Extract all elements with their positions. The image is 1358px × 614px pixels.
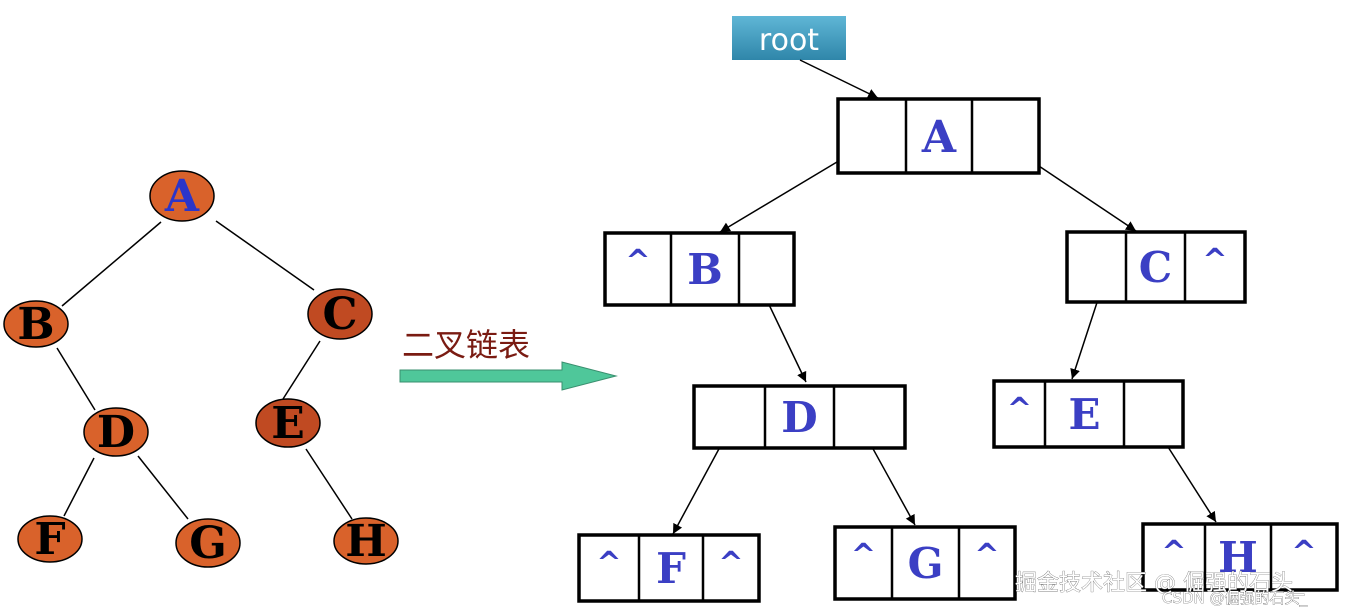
linked-node-box [692, 384, 907, 450]
pointer-arrow-root-a [799, 59, 879, 99]
null-right-pointer: ^ [974, 538, 999, 573]
linked-node-label: F [656, 544, 686, 593]
linked-node-label: B [687, 245, 723, 294]
linked-node-box [1065, 230, 1247, 304]
null-right-pointer: ^ [1291, 535, 1316, 570]
linked-node-label: G [908, 539, 944, 588]
root-pointer: root [732, 16, 846, 60]
null-left-pointer: ^ [1161, 535, 1186, 570]
linked-node-c: C^ [1065, 230, 1247, 304]
tree-node-circle [17, 515, 83, 563]
null-left-pointer: ^ [596, 546, 621, 581]
tree-node-a: A [149, 170, 215, 222]
linked-node-label: C [1139, 243, 1172, 292]
tree-node-f: F [17, 514, 83, 565]
tree-node-e: E [255, 398, 321, 449]
tree-edges [56, 220, 353, 520]
tree-node-d: D [83, 407, 149, 458]
tree-node-c: C [307, 288, 373, 340]
root-box [732, 16, 846, 60]
tree-node-circle [149, 170, 215, 222]
watermark-csdn: CSDN @倔强的石头_ [1162, 589, 1308, 608]
conversion-arrow: 二叉链表 [399, 326, 618, 391]
tree-node-label: E [271, 398, 305, 449]
green-arrow-icon [399, 361, 618, 391]
tree-node-circle [333, 517, 399, 565]
linked-node-d: D [692, 384, 907, 450]
tree-node-h: H [333, 516, 399, 567]
tree-node-label: H [345, 516, 387, 567]
root-label: root [759, 23, 819, 58]
tree-node-circle [83, 407, 149, 457]
tree-edge-d-f [63, 457, 95, 517]
null-right-pointer: ^ [718, 546, 743, 581]
linked-node-box [833, 525, 1017, 601]
tree-node-circle [255, 398, 321, 448]
pointer-arrow-a-b [719, 152, 853, 233]
tree-node-label: G [189, 518, 227, 569]
tree-node-label: F [34, 514, 65, 565]
arrow-caption: 二叉链表 [402, 326, 530, 364]
linked-node-label: D [781, 393, 817, 442]
null-left-pointer: ^ [1007, 392, 1032, 427]
linked-node-box [577, 533, 761, 603]
linked-node-box [1141, 522, 1339, 592]
linked-node-b: B^ [603, 231, 796, 307]
tree-node-b: B [3, 299, 69, 350]
tree-edge-d-g [137, 455, 189, 520]
linked-node-a: A [836, 97, 1041, 175]
null-left-pointer: ^ [625, 244, 650, 279]
linked-node-f: F ^ ^ [577, 533, 761, 603]
linked-node-g: G ^ ^ [833, 525, 1017, 601]
tree-edge-e-h [305, 448, 353, 520]
tree-node-label: C [322, 289, 357, 340]
tree-edge-c-e [282, 340, 321, 400]
linked-node-label: H [1218, 533, 1258, 582]
linked-node-box [603, 231, 796, 307]
watermark-juejin: 掘金技术社区 @ 倔强的石头_ [1015, 571, 1305, 596]
tree-node-circle [175, 518, 241, 568]
tree-edge-b-d [56, 347, 96, 411]
tree-node-label: B [17, 299, 54, 350]
linked-node-label: E [1068, 390, 1100, 439]
linked-node-box [836, 97, 1041, 175]
tree-node-label: A [164, 171, 200, 222]
linked-node-label: A [921, 112, 957, 163]
pointer-arrow-d-f [672, 433, 728, 535]
linked-node-box [992, 379, 1185, 449]
tree-node-circle [3, 300, 69, 348]
null-right-pointer: ^ [1202, 243, 1227, 278]
tree-node-g: G [175, 518, 241, 569]
tree-node-label: D [97, 407, 135, 458]
tree-edge-a-b [61, 221, 162, 307]
tree-node-circle [307, 288, 373, 340]
null-left-pointer: ^ [851, 538, 876, 573]
tree-edge-a-c [215, 220, 315, 291]
tree-nodes: A B C D E F G H [3, 170, 399, 569]
linked-node-e: E^ [992, 379, 1185, 449]
linked-node-h: H ^ ^ [1141, 522, 1339, 592]
